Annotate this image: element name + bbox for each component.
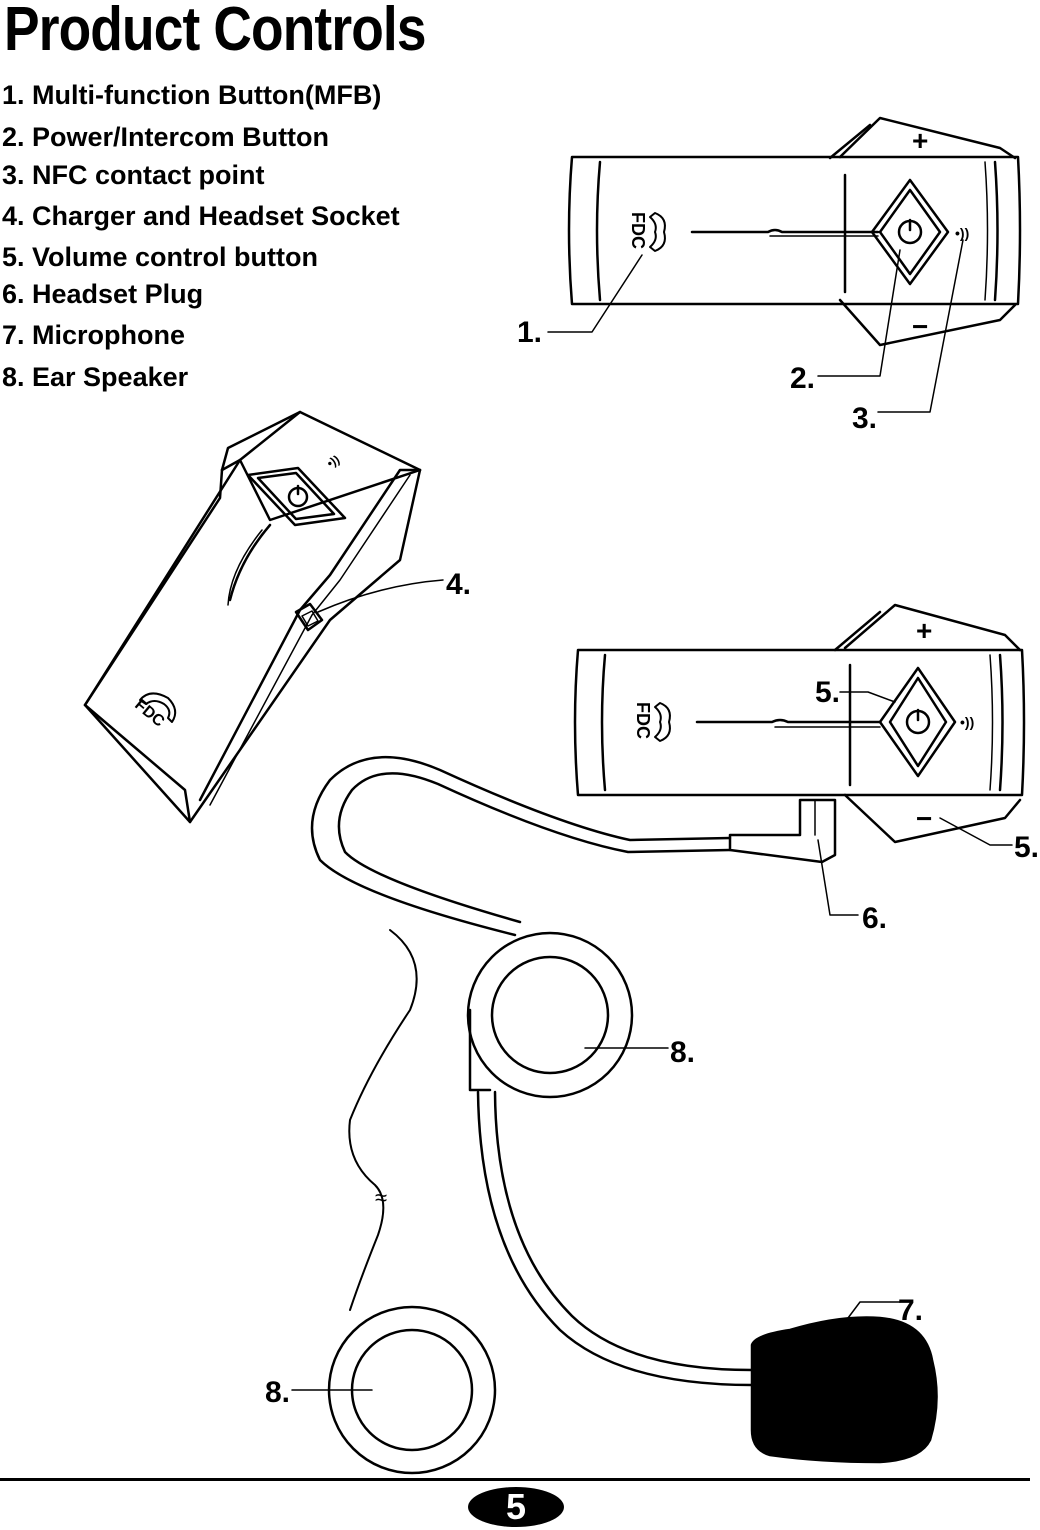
device-body-angled	[83, 410, 422, 824]
leader-3	[877, 239, 964, 413]
callout-2: 2.	[790, 362, 815, 395]
volume-plus-glyph-side: +	[916, 615, 932, 646]
nfc-mark-top: •))	[955, 225, 969, 241]
leader-6	[817, 839, 859, 916]
legend-item-speaker: 8. Ear Speaker	[2, 362, 189, 392]
leader-5b	[939, 817, 1013, 846]
ear-speaker-upper-inner	[490, 955, 610, 1075]
callout-6: 6.	[862, 902, 887, 935]
device-top-view: + − •)) FDC	[547, 116, 1022, 413]
nfc-mark-side: •))	[960, 714, 974, 730]
volume-rocker-side	[843, 603, 1022, 844]
leader-7	[847, 1301, 901, 1319]
page-number: 5	[468, 1487, 564, 1527]
page-title: Product Controls	[4, 0, 427, 64]
legend-item-volume: 5. Volume control button	[2, 242, 318, 272]
fdc-logo-side: FDC	[633, 702, 653, 739]
power-button-top	[870, 178, 950, 286]
fdc-logo-top: FDC	[628, 212, 648, 249]
ear-speaker-upper-outer	[466, 931, 634, 1099]
callout-3: 3.	[852, 402, 877, 435]
charger-socket	[294, 602, 324, 632]
volume-minus-glyph-side: −	[916, 803, 932, 834]
callout-5a: 5.	[815, 676, 840, 709]
svg-text:≈: ≈	[375, 1185, 387, 1210]
legend-item-mfb: 1. Multi-function Button(MFB)	[2, 80, 382, 110]
device-body-top	[567, 155, 1022, 306]
device-side-view: + − •)) FDC	[573, 603, 1026, 916]
legend-item-power: 2. Power/Intercom Button	[2, 122, 330, 152]
microphone	[750, 1316, 938, 1464]
svg-text:FDC: FDC	[633, 702, 653, 739]
callout-5b: 5.	[1014, 831, 1039, 864]
nfc-mark-angled: •))	[325, 452, 343, 470]
legend-item-socket: 4. Charger and Headset Socket	[2, 201, 400, 231]
headset-assembly: ≈	[291, 755, 938, 1475]
leader-4	[317, 579, 444, 613]
footer-rule	[0, 1478, 1030, 1481]
volume-plus-glyph: +	[912, 125, 928, 156]
legend-item-nfc: 3. NFC contact point	[2, 160, 265, 190]
power-button-side	[878, 666, 957, 778]
callout-labels: 1. 2. 3. 4. 5. 5. 6. 7. 8. 8.	[265, 316, 1039, 1409]
volume-minus-glyph: −	[912, 311, 928, 342]
device-body-side	[573, 648, 1026, 797]
callout-8b: 8.	[265, 1376, 290, 1409]
leader-5a	[839, 691, 896, 703]
leader-1	[547, 254, 643, 333]
callout-7: 7.	[898, 1294, 923, 1327]
legend-item-mic: 7. Microphone	[2, 320, 186, 350]
callout-8a: 8.	[670, 1036, 695, 1069]
leader-2	[817, 249, 901, 377]
legend-item-plug: 6. Headset Plug	[2, 279, 204, 309]
headset-plug	[728, 798, 837, 864]
callout-1: 1.	[517, 316, 542, 349]
device-angled-view: •)) FDC	[83, 410, 444, 824]
svg-text:FDC: FDC	[628, 212, 648, 249]
volume-rocker-top	[838, 116, 1017, 347]
power-button-angled	[246, 466, 347, 527]
callout-4: 4.	[446, 568, 471, 601]
